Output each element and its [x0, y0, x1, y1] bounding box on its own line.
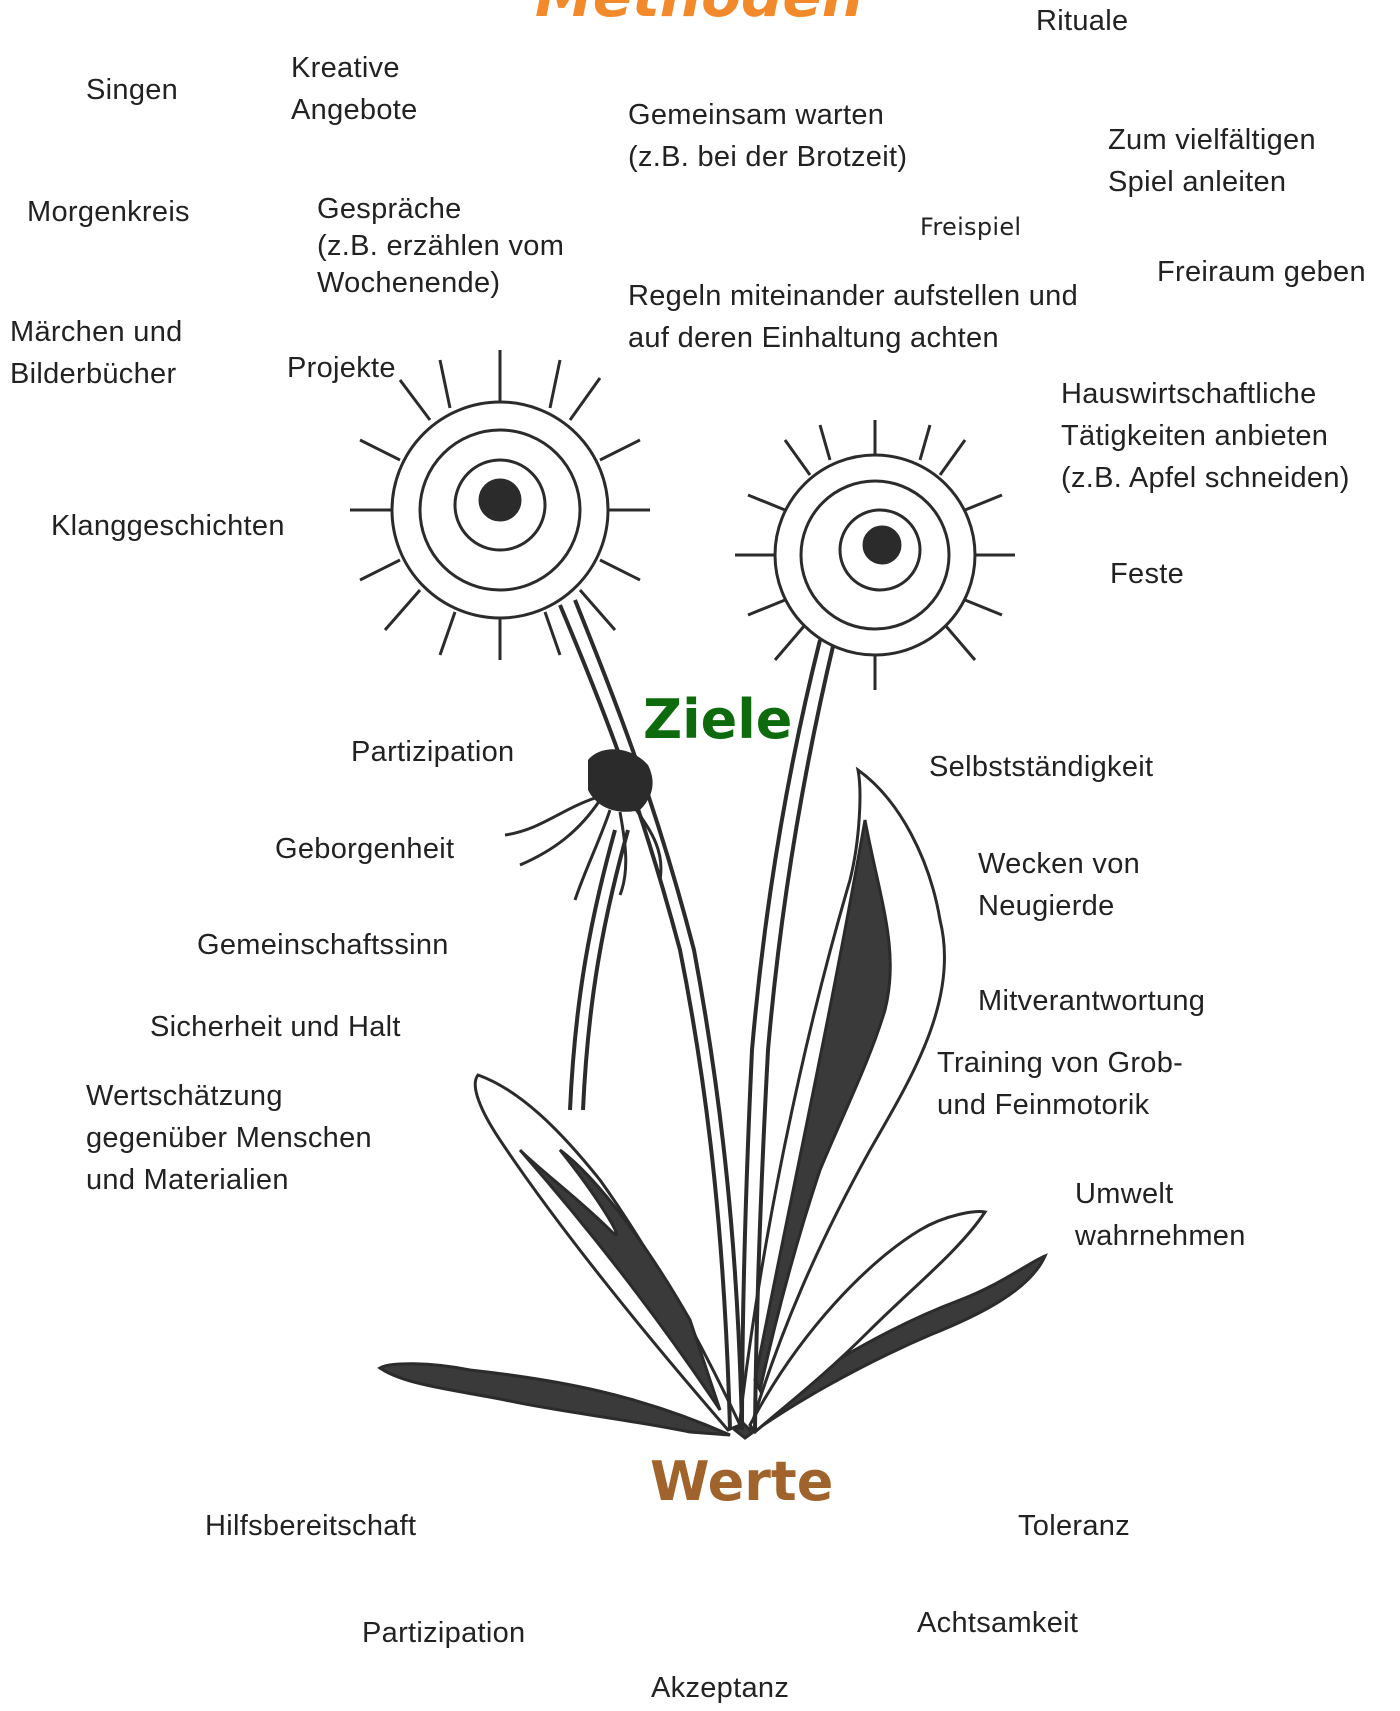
- method-klanggeschichten: Klanggeschichten: [51, 505, 285, 547]
- flower-head-right: [735, 420, 1015, 690]
- ziel-sicherheit: Sicherheit und Halt: [150, 1006, 401, 1048]
- method-regeln: Regeln miteinander aufstellen und auf de…: [628, 275, 1078, 359]
- method-hauswirtschaft: Hauswirtschaftliche Tätigkeiten anbieten…: [1061, 373, 1350, 499]
- flower-head-left: [350, 350, 650, 660]
- method-spiel-anleiten: Zum vielfältigen Spiel anleiten: [1108, 119, 1316, 203]
- ziel-wertschaetzung: Wertschätzung gegenüber Menschen und Mat…: [86, 1075, 372, 1201]
- ziel-neugierde: Wecken von Neugierde: [978, 843, 1140, 927]
- heading-methoden: Methoden: [535, 0, 863, 30]
- method-projekte: Projekte: [287, 347, 396, 389]
- method-rituale: Rituale: [1036, 0, 1128, 42]
- wert-hilfsbereitschaft: Hilfsbereitschaft: [205, 1505, 416, 1547]
- method-freiraum-geben: Freiraum geben: [1157, 251, 1366, 293]
- ziel-umwelt: Umwelt wahrnehmen: [1075, 1173, 1246, 1257]
- method-singen: Singen: [86, 69, 178, 111]
- wert-akzeptanz: Akzeptanz: [651, 1667, 789, 1709]
- method-gemeinsam-warten: Gemeinsam warten (z.B. bei der Brotzeit): [628, 94, 907, 178]
- method-kreative-angebote: Kreative Angebote: [291, 47, 418, 131]
- bud: [505, 749, 661, 900]
- heading-ziele: Ziele: [643, 688, 792, 751]
- wert-achtsamkeit: Achtsamkeit: [917, 1602, 1078, 1644]
- method-morgenkreis: Morgenkreis: [27, 191, 190, 233]
- method-gespraeche: Gespräche (z.B. erzählen vom Wochenende): [317, 191, 564, 302]
- wert-partizipation: Partizipation: [362, 1612, 526, 1654]
- ziel-motorik: Training von Grob- und Feinmotorik: [937, 1042, 1183, 1126]
- ziel-selbststaendigkeit: Selbstständigkeit: [929, 746, 1153, 788]
- ziel-gemeinschaftssinn: Gemeinschaftssinn: [197, 924, 449, 966]
- heading-werte: Werte: [650, 1450, 833, 1513]
- ziel-mitverantwortung: Mitverantwortung: [978, 980, 1205, 1022]
- ziel-partizipation: Partizipation: [351, 731, 515, 773]
- stem-bud: [570, 830, 615, 1110]
- leaf-left-ground: [380, 1364, 730, 1435]
- wert-toleranz: Toleranz: [1018, 1505, 1130, 1547]
- method-maerchen: Märchen und Bilderbücher: [10, 311, 183, 395]
- ziel-geborgenheit: Geborgenheit: [275, 828, 454, 870]
- method-freispiel: Freispiel: [920, 212, 1021, 242]
- method-feste: Feste: [1110, 553, 1184, 595]
